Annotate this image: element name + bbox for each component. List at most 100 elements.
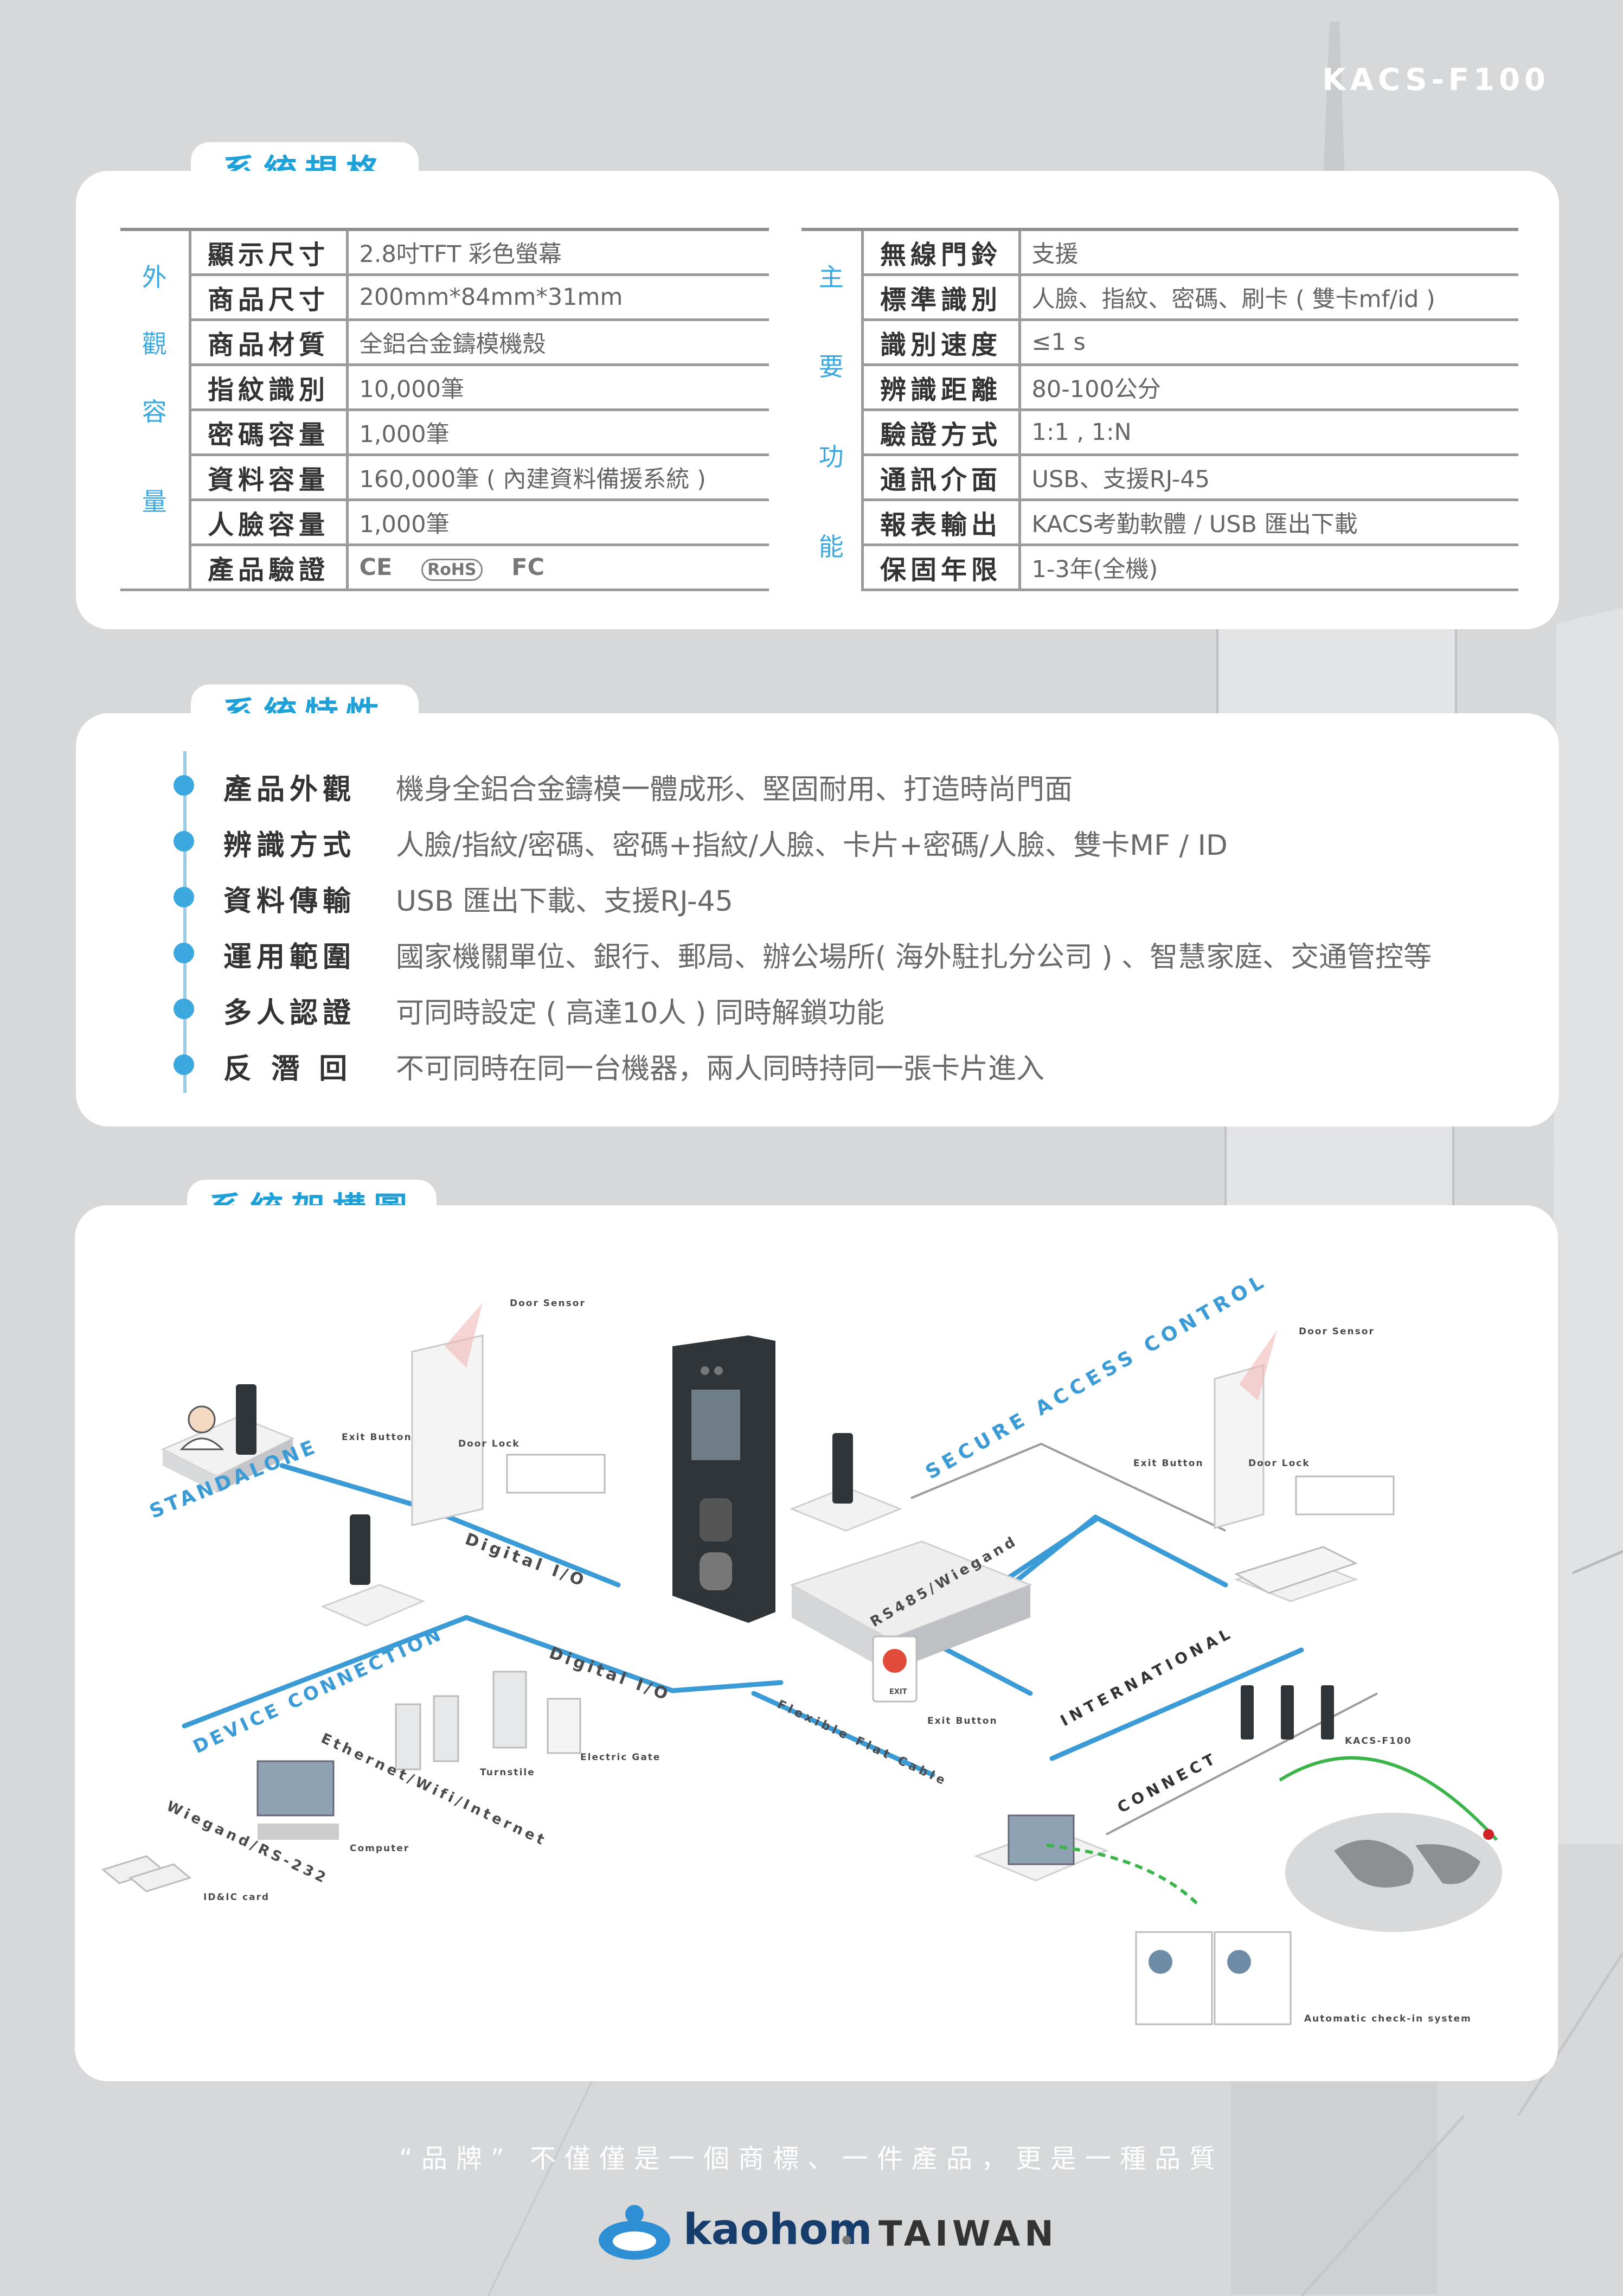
spec-value: 1,000筆 xyxy=(347,500,769,546)
specs-table-right: 主 無線門鈴 支援 標準識別 人臉、指紋、密碼、刷卡 ( 雙卡mf/id ) 要… xyxy=(801,228,1518,591)
door-lock-box-left xyxy=(506,1454,606,1494)
side-label-capacity-1: 容 xyxy=(142,396,167,426)
label-exit-button-left: Exit Button xyxy=(342,1432,412,1443)
spec-key: 保固年限 xyxy=(861,545,1021,591)
feature-key: 辨識方式 xyxy=(223,829,356,862)
features-timeline xyxy=(183,751,187,1093)
spec-key: 商品尺寸 xyxy=(188,274,349,321)
label-auto-checkin: Automatic check-in system xyxy=(1304,2013,1472,2024)
spec-key: 資料容量 xyxy=(188,455,349,501)
label-exit-button-center: Exit Button xyxy=(927,1716,998,1726)
feature-key: 資料傳輸 xyxy=(223,885,356,918)
cert-logos: CE RoHS FC xyxy=(347,545,769,591)
spec-value: 人臉、指紋、密碼、刷卡 ( 雙卡mf/id ) xyxy=(1019,274,1518,321)
feature-value: USB 匯出下載、支援RJ-45 xyxy=(396,885,733,918)
side-label-function-2: 能 xyxy=(818,532,844,561)
side-label-main-1: 主 xyxy=(801,228,862,320)
label-exit-button-right: Exit Button xyxy=(1133,1458,1204,1469)
checkin-arrow xyxy=(1046,1844,1200,1907)
brand-slogan: “品牌” 不僅僅是一個商標、一件產品，更是一種品質 xyxy=(399,2144,1224,2174)
architecture-card xyxy=(75,1205,1558,2081)
user-face-icon xyxy=(179,1405,224,1450)
label-door-lock-right: Door Lock xyxy=(1248,1458,1310,1469)
system-architecture-diagram xyxy=(101,1303,1502,2025)
spec-key: 密碼容量 xyxy=(188,410,349,456)
router-icon xyxy=(1234,1546,1358,1594)
feature-value: 機身全鋁合金鑄模一體成形、堅固耐用、打造時尚門面 xyxy=(396,773,1073,806)
spec-key: 標準識別 xyxy=(861,274,1021,321)
spec-key: 人臉容量 xyxy=(188,500,349,546)
spec-key: 識別速度 xyxy=(861,319,1021,366)
main-terminal-device xyxy=(672,1335,775,1623)
spec-key: 通訊介面 xyxy=(861,455,1021,501)
spec-value: 80-100公分 xyxy=(1019,364,1518,411)
exit-button-icon xyxy=(872,1635,918,1703)
spec-key: 產品驗證 xyxy=(188,545,349,591)
spec-value: 1:1 , 1:N xyxy=(1019,410,1518,456)
label-electric-gate: Electric Gate xyxy=(580,1752,661,1763)
side-label-capacity-2: 量 xyxy=(142,487,167,516)
spec-value: ≤1 s xyxy=(1019,319,1518,366)
door-illustrations xyxy=(411,1303,1277,1529)
label-kacs-f100: KACS-F100 xyxy=(1345,1736,1412,1747)
spec-key: 商品材質 xyxy=(188,319,349,366)
label-computer: Computer xyxy=(350,1843,410,1854)
spec-key: 無線門鈴 xyxy=(861,228,1021,276)
feature-key: 產品外觀 xyxy=(223,773,356,806)
world-map-illustration xyxy=(1279,1756,1502,1932)
spec-value: 1,000筆 xyxy=(347,410,769,456)
spec-value: 200mm*84mm*31mm xyxy=(347,274,769,321)
spec-value: 160,000筆 ( 內建資料備援系統 ) xyxy=(347,455,769,501)
bullet-dot-icon xyxy=(174,999,194,1019)
ce-cert-icon: CE xyxy=(359,554,393,581)
side-label-main-2: 要 xyxy=(818,351,844,381)
spec-key: 指紋識別 xyxy=(188,364,349,411)
spec-key: 顯示尺寸 xyxy=(188,228,349,276)
spec-key: 驗證方式 xyxy=(861,410,1021,456)
spec-value: 全鋁合金鑄模機殼 xyxy=(347,319,769,366)
specs-table-left: 外 顯示尺寸 2.8吋TFT 彩色螢幕 商品尺寸 200mm*84mm*31mm… xyxy=(120,228,769,591)
feature-value: 人臉/指紋/密碼、密碼+指紋/人臉、卡片+密碼/人臉、雙卡MF / ID xyxy=(396,829,1228,862)
kaohom-logo-icon xyxy=(599,2205,670,2260)
brand-country: TAIWAN xyxy=(878,2214,1058,2254)
side-label-function-1: 功 xyxy=(818,442,844,471)
label-door-sensor-right: Door Sensor xyxy=(1299,1326,1375,1337)
brand-separator: • xyxy=(838,2224,856,2259)
feature-key: 運用範圍 xyxy=(223,941,356,974)
spec-value: KACS考勤軟體 / USB 匯出下載 xyxy=(1019,500,1518,546)
id-card-icon xyxy=(101,1855,192,1892)
door-lock-box-right xyxy=(1295,1475,1395,1515)
spec-key: 辨識距離 xyxy=(861,364,1021,411)
brand-name: kaohom xyxy=(683,2205,873,2254)
checkin-cards xyxy=(1135,1931,1292,2025)
turnstile-gate-icon xyxy=(395,1671,581,1770)
feature-value: 可同時設定 ( 高達10人 ) 同時解鎖功能 xyxy=(396,997,884,1029)
spec-key: 報表輸出 xyxy=(861,500,1021,546)
feature-value: 不可同時在同一台機器，兩人同時持同一張卡片進入 xyxy=(396,1053,1045,1085)
spec-value: 1-3年(全機) xyxy=(1019,545,1518,591)
side-label-appearance-2: 觀 xyxy=(142,329,167,359)
small-terminals xyxy=(236,1384,1334,1739)
label-id-card: ID&IC card xyxy=(203,1892,270,1903)
label-door-sensor-left: Door Sensor xyxy=(510,1298,586,1309)
computer-icon xyxy=(256,1760,339,1840)
label-door-lock-left: Door Lock xyxy=(458,1438,520,1449)
spec-value: 10,000筆 xyxy=(347,364,769,411)
feature-key: 反 潛 回 xyxy=(223,1053,352,1085)
bullet-dot-icon xyxy=(174,943,194,963)
fcc-cert-icon: FC xyxy=(511,554,545,581)
side-label-appearance-1: 外 xyxy=(120,228,190,320)
rohs-cert-icon: RoHS xyxy=(421,559,483,581)
spec-value: 2.8吋TFT 彩色螢幕 xyxy=(347,228,769,276)
spec-value: USB、支援RJ-45 xyxy=(1019,455,1518,501)
side-spacer xyxy=(120,545,190,591)
features-card xyxy=(76,713,1559,1127)
label-turnstile: Turnstile xyxy=(480,1767,535,1778)
bullet-dot-icon xyxy=(174,1054,194,1075)
computer-icon xyxy=(1008,1814,1075,1865)
model-tag: KACS-F100 xyxy=(1322,62,1550,98)
bullet-dot-icon xyxy=(174,775,194,796)
feature-value: 國家機關單位、銀行、郵局、辦公場所( 海外駐扎分公司 ) 、智慧家庭、交通管控等 xyxy=(396,941,1432,974)
bullet-dot-icon xyxy=(174,887,194,907)
bullet-dot-icon xyxy=(174,831,194,852)
